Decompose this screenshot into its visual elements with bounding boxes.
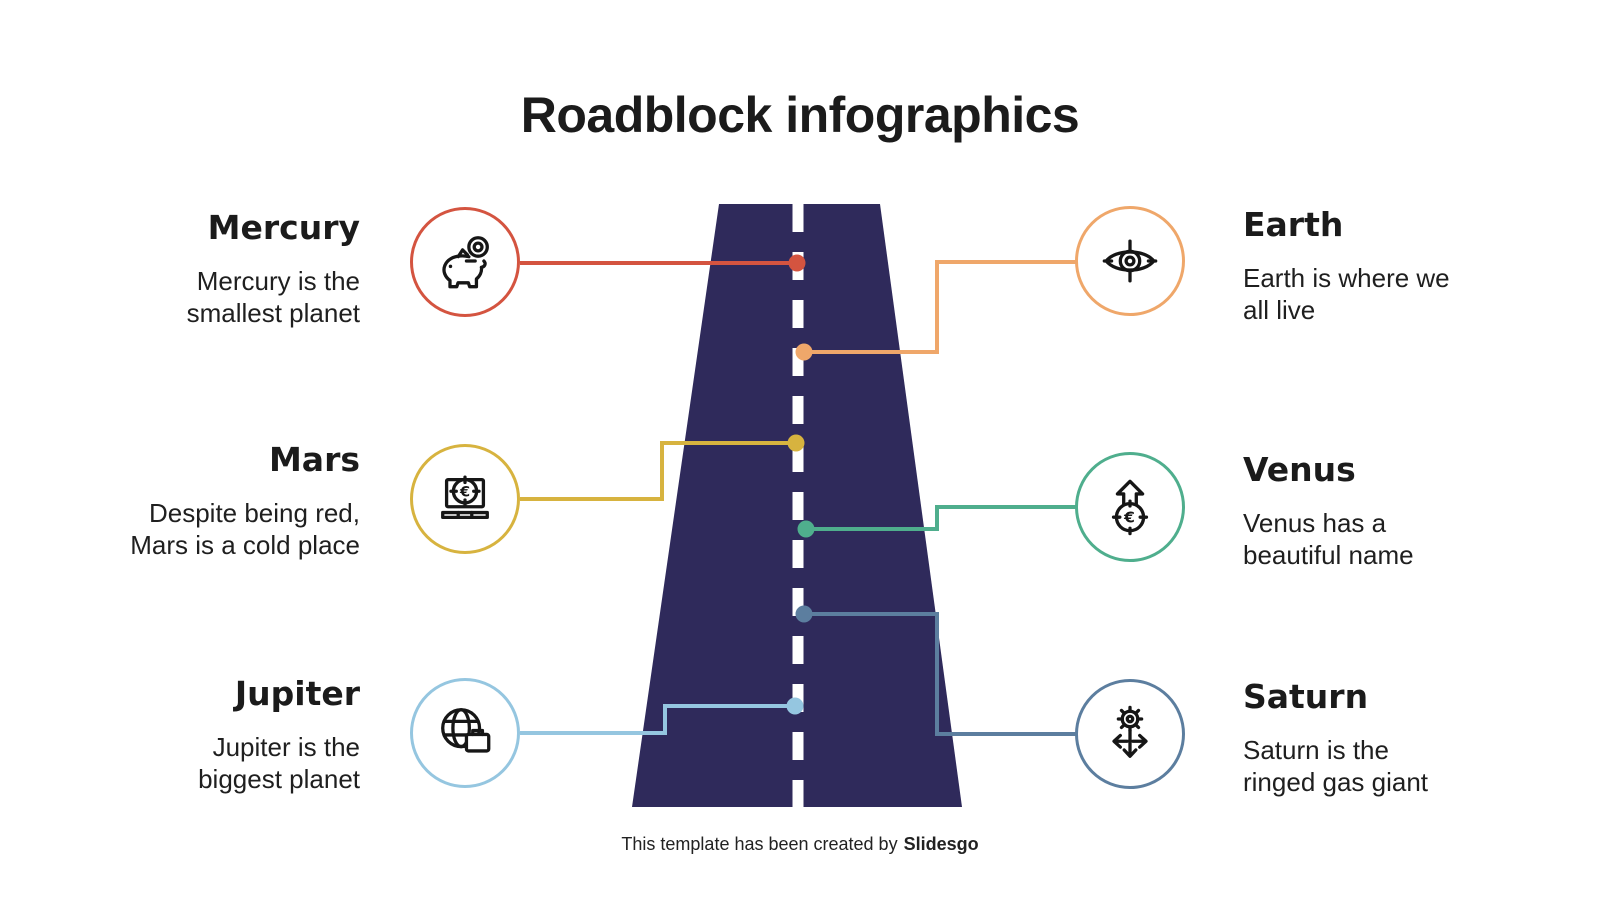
description-line: Venus has a	[1243, 507, 1387, 538]
svg-text:€: €	[1123, 509, 1135, 527]
description-line: Jupiter is the	[212, 731, 360, 762]
item-title-mars: Mars	[268, 440, 360, 479]
icon-circle-saturn	[1075, 679, 1185, 789]
description-line: all live	[1243, 294, 1316, 325]
roadmark-dot-saturn	[795, 605, 813, 623]
svg-text:€: €	[459, 485, 470, 501]
connector-mars	[520, 434, 805, 501]
description-line: biggest planet	[198, 763, 360, 794]
item-description-mars: Despite being red,Mars is a cold place	[20, 497, 360, 561]
description-line: Earth is where we	[1243, 262, 1450, 293]
laptop-euro-icon: €	[441, 475, 489, 520]
connector-earth	[795, 260, 1076, 361]
item-mars-text: Mars Despite being red,Mars is a cold pl…	[20, 440, 360, 561]
globe-briefcase-icon	[441, 708, 491, 753]
roadmark-dot-jupiter	[786, 697, 804, 715]
roadmark-dot-mars	[787, 434, 805, 452]
euro-up-arrow-icon: €	[1111, 479, 1149, 536]
description-line: ringed gas giant	[1243, 766, 1429, 797]
icon-circle-earth	[1075, 206, 1185, 316]
connector-mercury	[520, 254, 806, 272]
icon-circle-jupiter	[410, 678, 520, 788]
icon-circle-venus: €	[1075, 452, 1185, 562]
item-title-venus: Venus	[1243, 450, 1356, 489]
item-title-jupiter: Jupiter	[234, 674, 360, 713]
description-line: Mars is a cold place	[130, 529, 360, 560]
connector-saturn	[795, 605, 1076, 736]
item-title-saturn: Saturn	[1243, 677, 1369, 716]
icon-circle-mars: €	[410, 444, 520, 554]
piggy-bank-coin-icon	[442, 236, 489, 289]
gear-arrows-icon	[1112, 705, 1148, 758]
roadmark-dot-mercury	[788, 254, 806, 272]
roadmark-dot-venus	[797, 520, 815, 538]
description-line: smallest planet	[186, 297, 360, 328]
description-line: beautiful name	[1243, 539, 1414, 570]
description-line: Saturn is the	[1243, 734, 1389, 765]
description-line: Despite being red,	[148, 497, 360, 528]
description-line: Mercury is the	[196, 265, 360, 296]
footer-brand: Slidesgo	[903, 834, 979, 854]
connector-jupiter	[520, 697, 804, 735]
connector-venus	[797, 505, 1076, 538]
page-title: Roadblock infographics	[520, 87, 1080, 143]
footer-text: This template has been created by	[621, 834, 898, 854]
eye-target-icon	[1102, 239, 1158, 283]
roadmark-dot-earth	[795, 343, 813, 361]
item-title-mercury: Mercury	[207, 208, 360, 247]
item-title-earth: Earth	[1243, 205, 1344, 244]
icon-circle-mercury	[410, 207, 520, 317]
